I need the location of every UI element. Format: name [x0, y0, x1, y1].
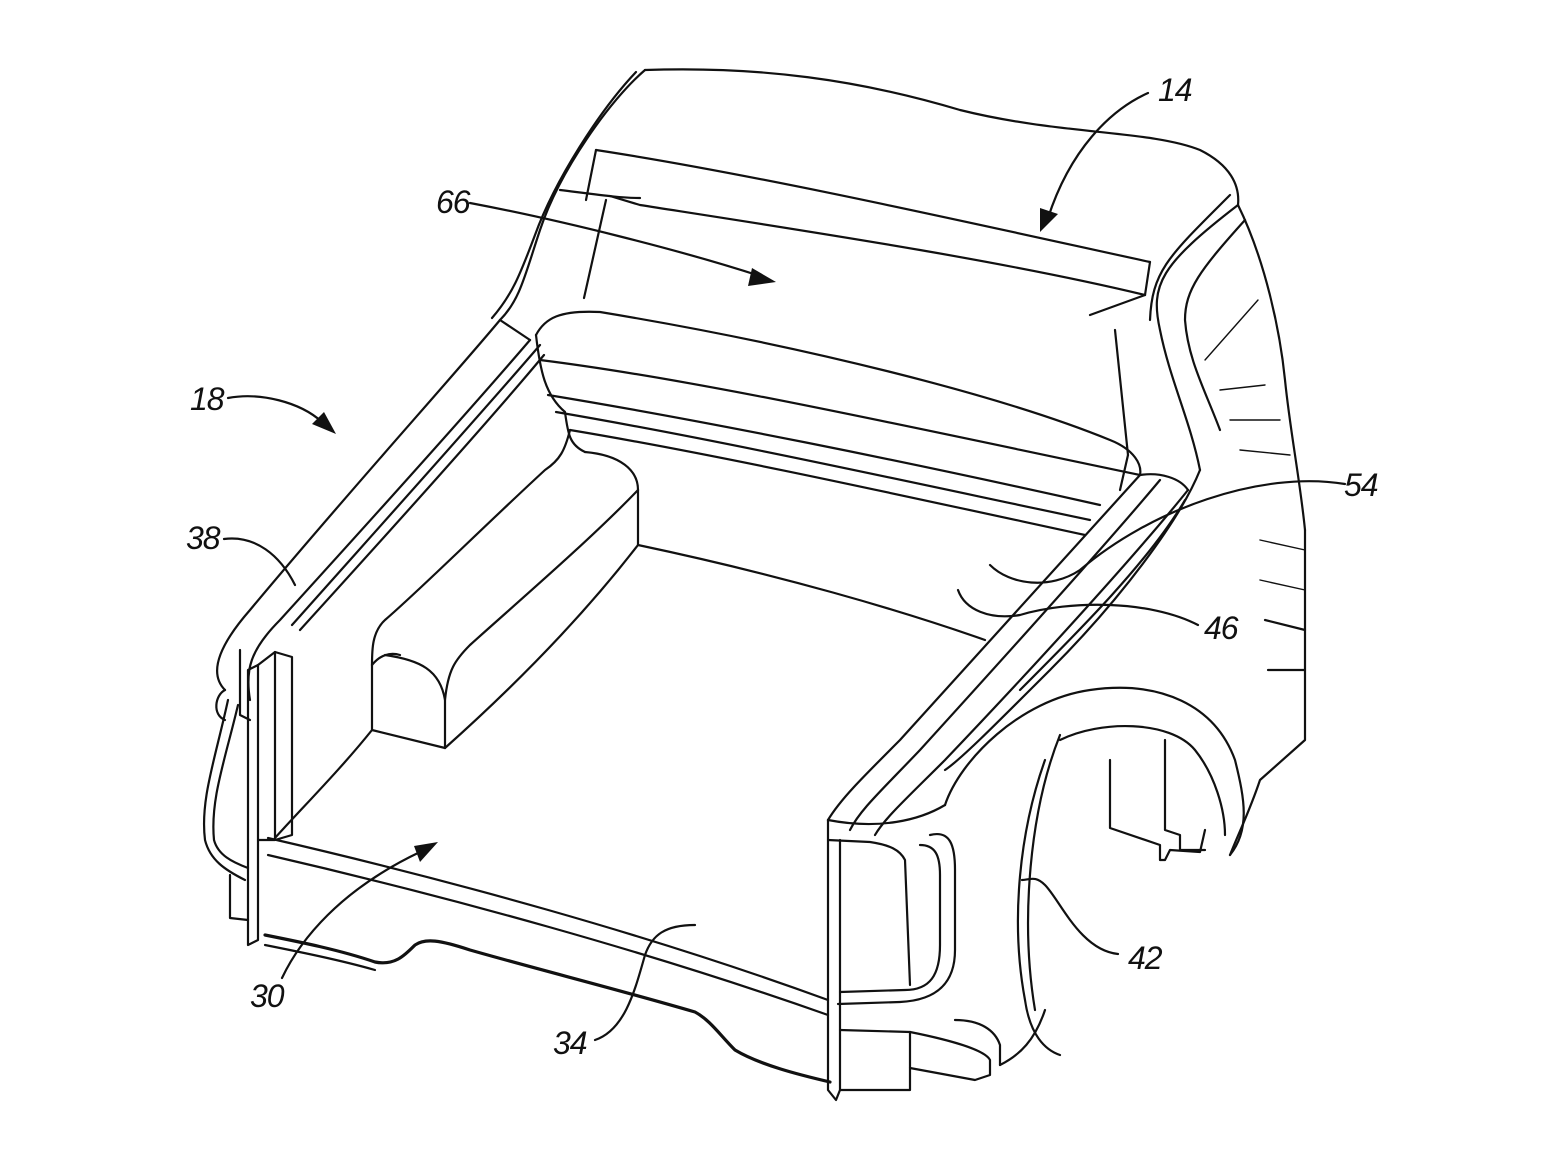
ref-label-14: 14 — [1158, 72, 1192, 108]
ref-label-18: 18 — [190, 381, 225, 417]
ref-label-54: 54 — [1344, 467, 1378, 503]
right-side-rail — [826, 453, 1307, 1102]
leader-lines — [222, 91, 1347, 1042]
ref-label-34: 34 — [553, 1025, 587, 1061]
ref-label-66: 66 — [436, 184, 471, 220]
left-side-rail — [202, 318, 546, 947]
ref-label-30: 30 — [250, 978, 285, 1014]
bed-floor — [263, 428, 987, 1084]
front-wall — [534, 310, 1190, 537]
ref-label-38: 38 — [186, 520, 221, 556]
ref-label-46: 46 — [1204, 610, 1239, 646]
ref-label-42: 42 — [1128, 940, 1163, 976]
